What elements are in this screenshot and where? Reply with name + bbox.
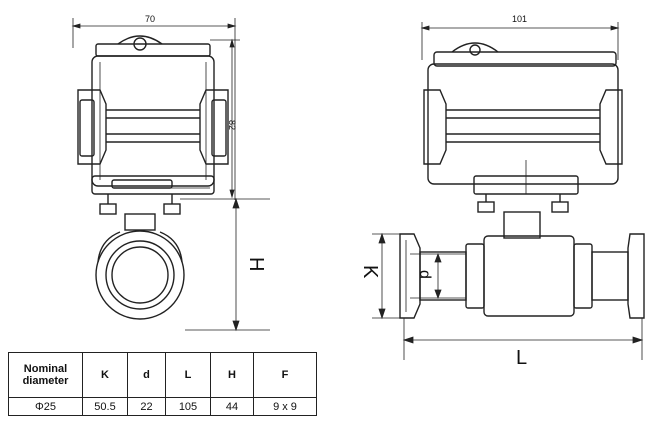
dim-width-front — [71, 18, 237, 200]
header-nominal-diameter: Nominal diameter — [8, 352, 83, 398]
side-view: 101 — [359, 14, 645, 369]
dim-k-label: K — [359, 265, 381, 279]
dim-l — [402, 318, 644, 360]
dim-101-label: 101 — [512, 14, 527, 24]
dim-width-side — [420, 22, 620, 60]
dim-height-front — [210, 38, 240, 199]
dim-82-label: 82 — [227, 120, 237, 130]
table-row: Φ25 50.5 22 105 44 9 x 9 — [8, 397, 317, 416]
actuator-front — [77, 35, 229, 215]
header-h: H — [210, 352, 254, 398]
cell-k: 50.5 — [82, 397, 128, 416]
spec-table: Nominal diameter K d L H F Φ25 50.5 22 1… — [8, 352, 317, 416]
cell-h: 44 — [210, 397, 254, 416]
valve-body-side — [399, 211, 645, 319]
cell-f: 9 x 9 — [253, 397, 317, 416]
header-f: F — [253, 352, 317, 398]
header-d: d — [127, 352, 166, 398]
cell-d: 22 — [127, 397, 166, 416]
spec-table-header-row: Nominal diameter K d L H F — [8, 352, 317, 398]
header-l: L — [165, 352, 211, 398]
dim-d — [410, 252, 466, 300]
cell-l: 105 — [165, 397, 211, 416]
dim-l-label: L — [516, 347, 527, 369]
header-k: K — [82, 352, 128, 398]
actuator-side — [423, 42, 623, 213]
dim-70-label: 70 — [145, 14, 155, 24]
dim-d-label: d — [416, 270, 433, 279]
dim-h-front — [180, 197, 270, 332]
dim-k — [372, 232, 400, 320]
cell-nominal-diameter: Φ25 — [8, 397, 83, 416]
front-view: 70 82 — [71, 14, 270, 332]
pipe-fitting-front — [95, 213, 185, 320]
dim-h-label: H — [245, 257, 267, 271]
